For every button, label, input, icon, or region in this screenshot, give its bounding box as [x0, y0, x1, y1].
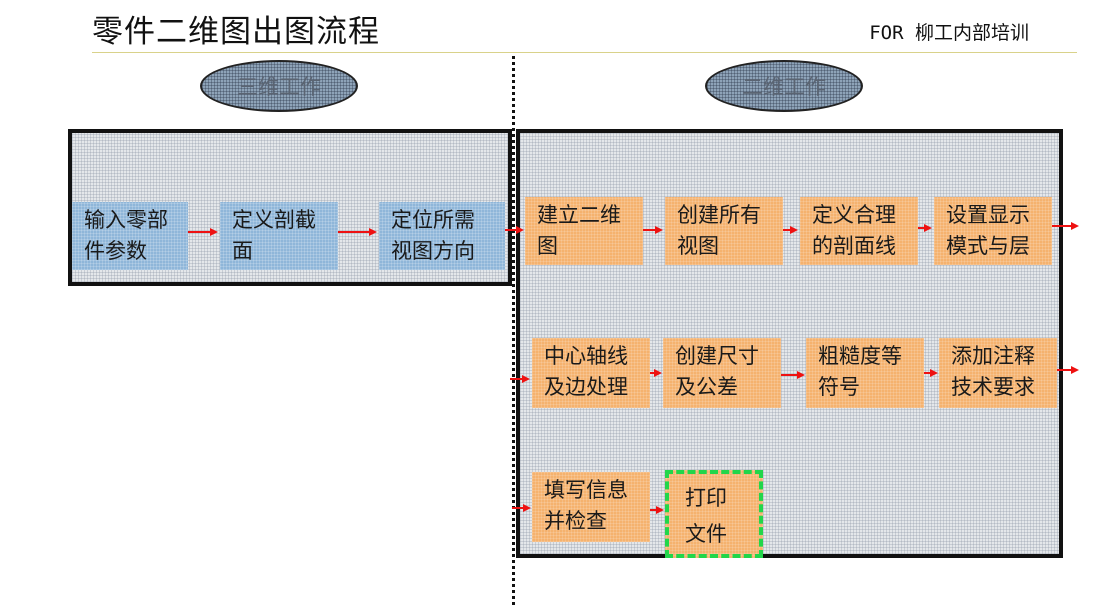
step-centerlines-edges: 中心轴线 及边处理	[532, 338, 650, 408]
step-dimensions-tolerances: 创建尺寸 及公差	[663, 338, 781, 408]
step-define-hatching: 定义合理 的剖面线	[800, 197, 918, 265]
section-divider	[512, 56, 515, 605]
step-print-file: 打印 文件	[665, 470, 763, 558]
section-label-3d: 三维工作	[200, 60, 358, 112]
step-display-mode-layers: 设置显示 模式与层	[934, 197, 1052, 265]
step-input-part-params: 输入零部 件参数	[72, 202, 188, 270]
step-create-views: 创建所有 视图	[665, 197, 783, 265]
page-subtitle: FOR 柳工内部培训	[869, 22, 1029, 44]
step-define-section: 定义剖截 面	[220, 202, 338, 270]
step-roughness-symbols: 粗糙度等 符号	[806, 338, 924, 408]
step-notes-requirements: 添加注释 技术要求	[939, 338, 1057, 408]
section-label-2d: 二维工作	[705, 60, 863, 112]
page-title: 零件二维图出图流程	[92, 14, 380, 50]
step-view-orientation: 定位所需 视图方向	[379, 202, 505, 270]
title-rule	[92, 52, 1077, 53]
step-fill-info-check: 填写信息 并检查	[532, 472, 650, 542]
step-create-2d-drawing: 建立二维 图	[525, 197, 643, 265]
